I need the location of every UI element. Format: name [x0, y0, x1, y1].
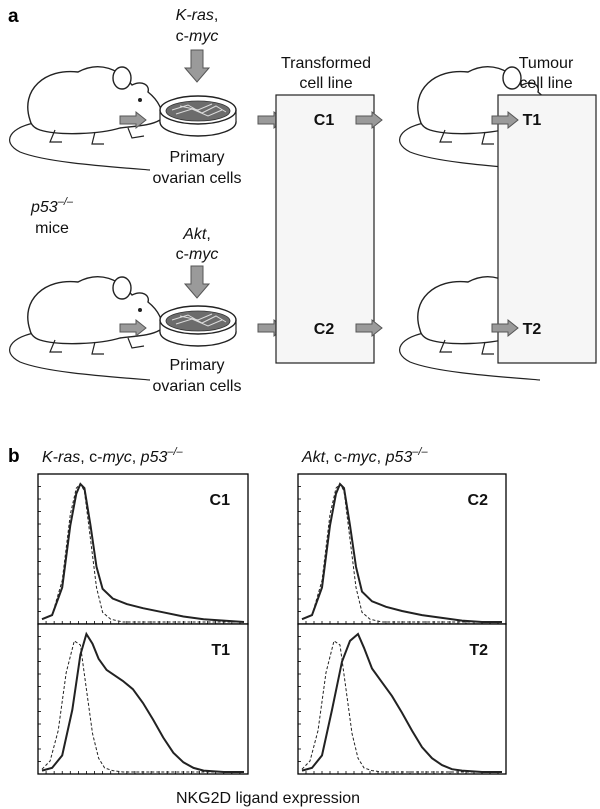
treatment-bottom-line2: c-myc — [176, 246, 219, 263]
line-c1: C1 — [314, 112, 335, 129]
gene-kras: K-ras — [176, 7, 214, 24]
gene-kras: K-ras — [42, 449, 80, 466]
gene-myc: myc — [347, 449, 376, 466]
tumour-header-line1: Tumour — [519, 55, 574, 72]
plot-label: C2 — [468, 492, 489, 509]
sep: , — [132, 449, 141, 466]
mice-label-word: mice — [35, 220, 69, 237]
transformed-header-line1: Transformed — [281, 55, 371, 72]
mouse-icon — [8, 65, 172, 171]
solid-histogram-line — [41, 482, 245, 623]
solid-histogram-line — [41, 631, 244, 773]
gene-p53: p53 — [385, 449, 413, 466]
plot-label: C1 — [210, 492, 231, 509]
sep: , c- — [80, 449, 102, 466]
gene-p53: p53 — [140, 449, 168, 466]
dashed-histogram-line — [301, 640, 502, 773]
transformed-header-line2: cell line — [299, 75, 352, 92]
gene-akt: Akt — [301, 449, 326, 466]
panel-b-letter: b — [8, 446, 20, 467]
line-c2: C2 — [314, 321, 335, 338]
petri-dish-icon — [159, 305, 237, 347]
solid-histogram-line — [301, 632, 502, 773]
cells-label-top-line1: Primary — [169, 149, 224, 166]
gene-prefix: c- — [176, 28, 189, 45]
plot-label: T1 — [211, 642, 230, 659]
gene-akt: Akt — [182, 226, 207, 243]
histogram-t2: T2 — [297, 623, 507, 775]
solid-histogram-line — [301, 482, 502, 623]
sep: , c- — [325, 449, 347, 466]
gene-p53: p53 — [30, 199, 58, 216]
x-axis-label: NKG2D ligand expression — [176, 790, 360, 807]
panel-a-letter: a — [8, 6, 19, 27]
mice-label-gene: p53–/– — [30, 196, 74, 216]
line-t2: T2 — [523, 321, 542, 338]
cells-label-bottom-line1: Primary — [169, 357, 224, 374]
dashed-histogram-line — [301, 483, 502, 623]
sep: , — [206, 226, 210, 243]
histogram-t1: T1 — [37, 623, 249, 775]
tumour-cell-line-box — [497, 94, 597, 364]
cells-label-bottom-line2: ovarian cells — [153, 378, 242, 395]
mouse-icon — [8, 275, 172, 381]
sep: , — [377, 449, 386, 466]
line-t1: T1 — [523, 112, 542, 129]
cells-label-top-line2: ovarian cells — [153, 170, 242, 187]
plot-label: T2 — [469, 642, 488, 659]
down-arrow-icon — [184, 265, 210, 299]
gene-prefix: c- — [176, 246, 189, 263]
treatment-top-line2: c-myc — [176, 28, 219, 45]
dashed-histogram-line — [41, 640, 244, 773]
down-arrow-icon — [184, 49, 210, 83]
gene-myc: myc — [189, 28, 218, 45]
gene-myc: myc — [102, 449, 131, 466]
col1-title: K-ras, c-myc, p53–/– — [42, 446, 184, 466]
superscript: –/– — [411, 446, 428, 458]
treatment-bottom-line1: Akt, — [182, 226, 211, 243]
sep: , — [214, 7, 218, 24]
histogram-c2: C2 — [297, 473, 507, 625]
superscript: –/– — [166, 446, 183, 458]
dashed-histogram-line — [41, 483, 244, 623]
petri-dish-icon — [159, 95, 237, 137]
plot-frame — [37, 473, 249, 625]
histogram-c1: C1 — [37, 473, 249, 625]
transformed-cell-line-box — [275, 94, 375, 364]
treatment-top-line1: K-ras, — [176, 7, 219, 24]
tumour-header-line2: cell line — [519, 75, 572, 92]
superscript: –/– — [57, 196, 74, 208]
col2-title: Akt, c-myc, p53–/– — [301, 446, 428, 466]
gene-myc: myc — [189, 246, 218, 263]
